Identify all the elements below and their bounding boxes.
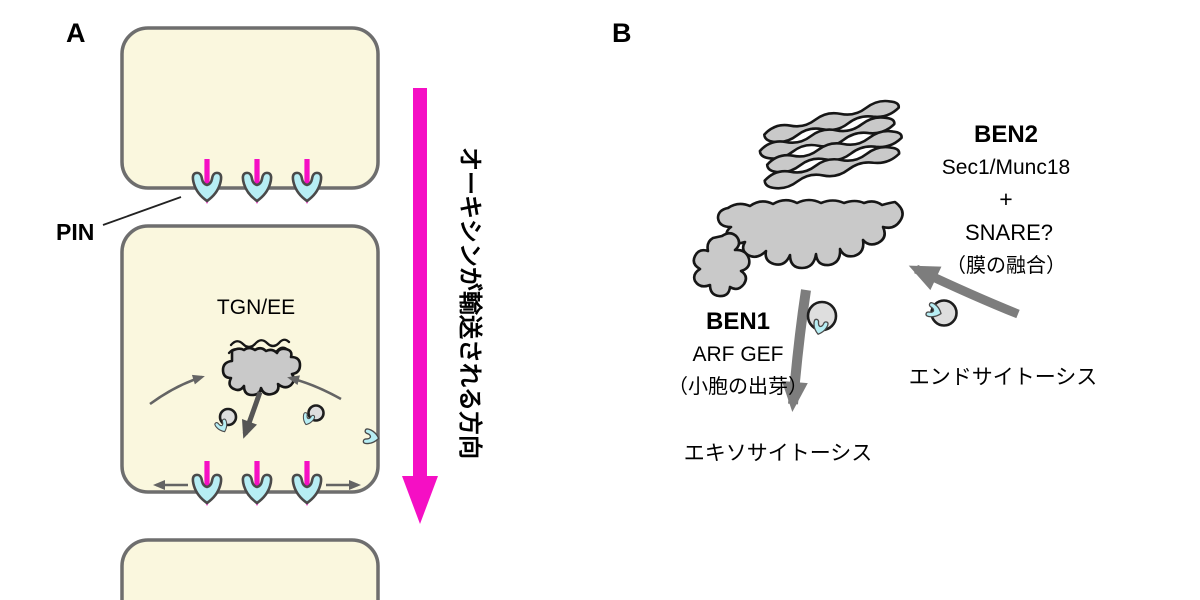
- pin-label: PIN: [56, 219, 94, 245]
- endocytosis-arrow: [908, 264, 1020, 319]
- auxin-direction-arrow: [402, 88, 438, 524]
- tgn-ee-organelle: [221, 338, 302, 397]
- ben2-plus: +: [999, 186, 1012, 212]
- panel-a-label: A: [66, 18, 86, 48]
- ben2-line1: Sec1/Munc18: [942, 156, 1070, 179]
- exocytosis-label: エキソサイトーシス: [684, 442, 873, 465]
- ben2-line2: SNARE?: [965, 220, 1053, 245]
- tgn-ee-label: TGN/EE: [217, 296, 295, 319]
- cell-bottom: [120, 538, 380, 600]
- cell-top: [120, 26, 380, 190]
- recycling-arrow-right: [287, 375, 342, 401]
- ben2-title: BEN2: [974, 121, 1038, 148]
- secretion-arrow: [241, 391, 263, 439]
- pin-pointer-line: [102, 196, 182, 226]
- endocytosis-label: エンドサイトーシス: [909, 366, 1098, 389]
- tgn-branch: [692, 231, 751, 298]
- ben1-title: BEN1: [706, 308, 770, 335]
- ben2-line3: （膜の融合）: [946, 254, 1066, 277]
- ben1-line2: （小胞の出芽）: [668, 375, 808, 398]
- exocytosis-arrow: [781, 289, 811, 412]
- ben1-line1: ARF GEF: [692, 343, 783, 366]
- recycling-arrow-left: [149, 374, 205, 406]
- golgi-stack: [757, 96, 905, 193]
- auxin-arrow-label: オーキシンが輸送される方向: [456, 147, 484, 459]
- panel-b-label: B: [612, 18, 632, 48]
